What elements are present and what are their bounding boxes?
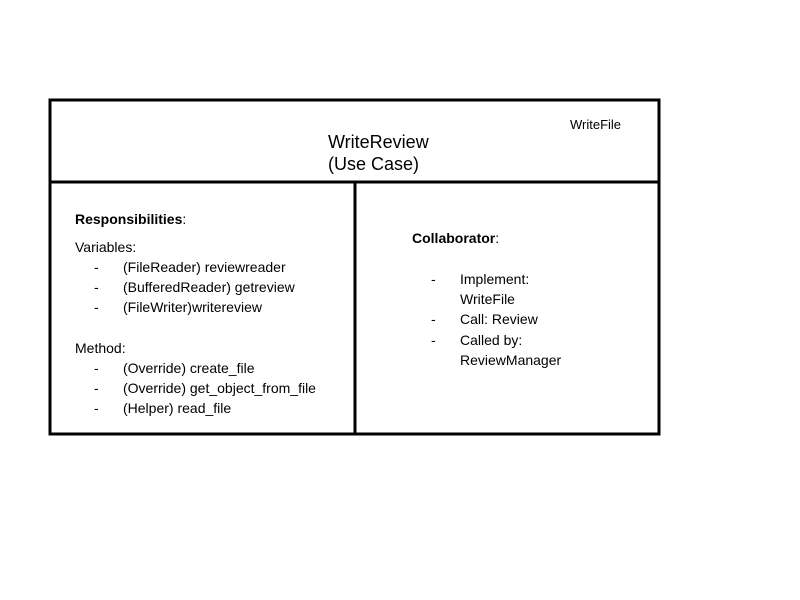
responsibilities-heading: Responsibilities:: [75, 209, 186, 229]
card-tag: WriteFile: [570, 117, 622, 132]
method-bullet: -: [94, 380, 99, 396]
responsibilities-heading-label: Responsibilities: [75, 211, 183, 227]
variables-label: Variables:: [75, 239, 137, 255]
method-item: (Helper) read_file: [123, 400, 232, 416]
collaborator-item: Called by:: [460, 332, 523, 348]
collaborator-heading-colon: :: [495, 230, 500, 246]
variable-bullet: -: [94, 299, 99, 315]
card-subtitle: (Use Case): [328, 154, 420, 174]
collaborator-item-continuation: WriteFile: [460, 291, 515, 307]
variable-bullet: -: [94, 279, 99, 295]
collaborator-heading: Collaborator:: [412, 228, 499, 248]
variable-item: (FileWriter)writereview: [123, 299, 262, 315]
variable-item: (BufferedReader) getreview: [123, 279, 295, 295]
collaborator-item: Implement:: [460, 271, 530, 287]
method-item: (Override) create_file: [123, 360, 255, 376]
collaborator-bullet: -: [431, 332, 436, 348]
collaborator-heading-label: Collaborator: [412, 230, 496, 246]
method-bullet: -: [94, 400, 99, 416]
collaborator-item-continuation: ReviewManager: [460, 352, 562, 368]
responsibilities-heading-colon: :: [182, 211, 187, 227]
collaborator-item: Call: Review: [460, 311, 538, 327]
method-label: Method:: [75, 340, 126, 356]
variable-item: (FileReader) reviewreader: [123, 259, 286, 275]
card-title: WriteReview: [328, 132, 429, 152]
collaborator-bullet: -: [431, 311, 436, 327]
collaborator-bullet: -: [431, 271, 436, 287]
method-bullet: -: [94, 360, 99, 376]
variable-bullet: -: [94, 259, 99, 275]
method-item: (Override) get_object_from_file: [123, 380, 316, 396]
